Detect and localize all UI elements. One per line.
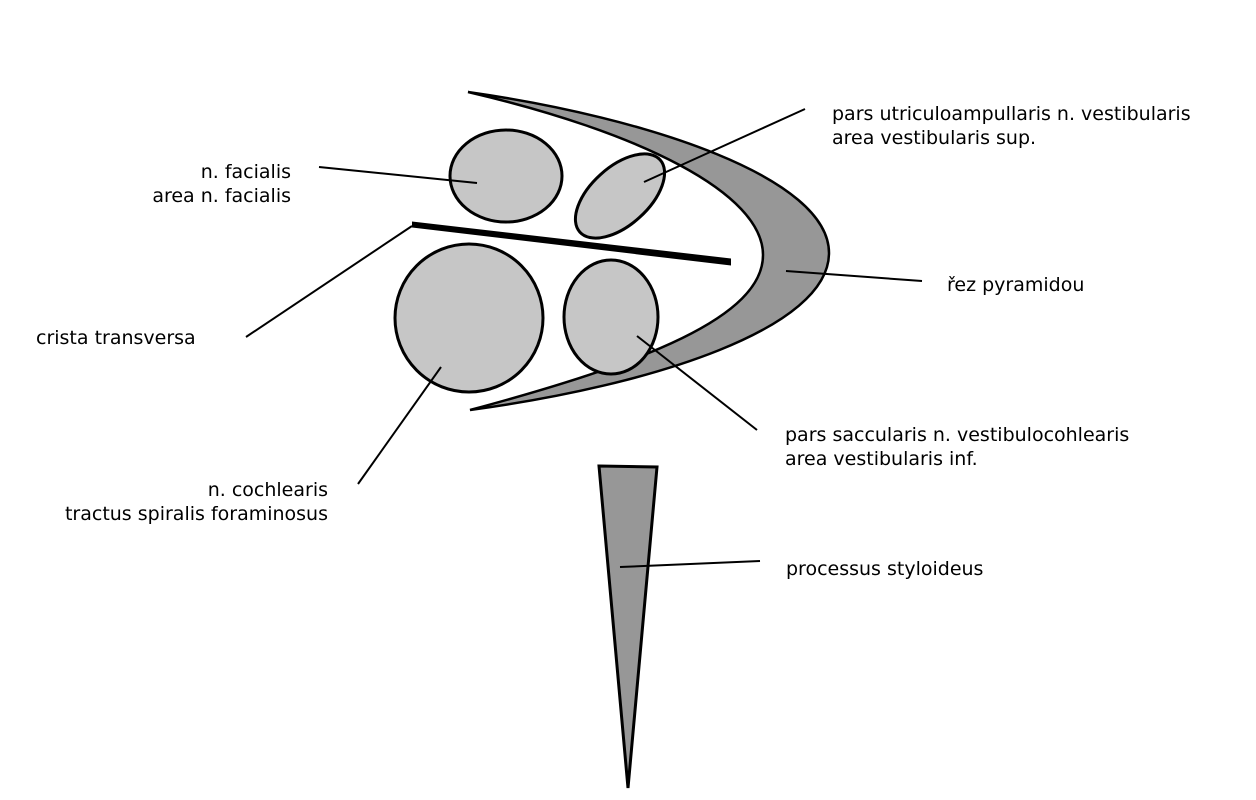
label-line: processus styloideus	[786, 558, 984, 580]
leader-line-rez-pyramidou	[785, 270, 923, 282]
label-line: tractus spiralis foraminosus	[64, 503, 328, 525]
label-line: area vestibularis inf.	[785, 448, 978, 470]
leader-line-crista-transversa	[245, 225, 413, 338]
label-pars-utriculoampullaris: pars utriculoampullaris n. vestibularis …	[832, 102, 1191, 150]
leader-line-n-facialis	[318, 166, 478, 184]
cochlear-nerve-circle-shape	[393, 242, 545, 394]
label-line: area vestibularis sup.	[832, 127, 1037, 149]
inferior-vestibular-ellipse-shape	[562, 258, 660, 376]
label-line: n. facialis	[200, 161, 291, 183]
leader-line-pars-utriculoampullaris	[643, 108, 806, 183]
leader-line-processus-styloideus	[619, 560, 761, 568]
label-line: crista transversa	[36, 327, 196, 349]
label-line: n. cochlearis	[207, 479, 328, 501]
label-n-cochlearis: n. cochlearis tractus spiralis foraminos…	[40, 478, 328, 526]
leader-line-pars-saccularis	[636, 335, 758, 431]
label-line: pars utriculoampullaris n. vestibularis	[832, 103, 1191, 125]
pyramid-section-crescent-shape	[467, 90, 831, 412]
crista-transversa-bar-shape	[412, 221, 731, 266]
label-n-facialis: n. facialis area n. facialis	[91, 160, 291, 208]
label-rez-pyramidou: řez pyramidou	[947, 273, 1084, 297]
label-line: řez pyramidou	[947, 274, 1085, 296]
superior-vestibular-ellipse-shape	[573, 152, 667, 240]
label-line: area n. facialis	[152, 185, 291, 207]
label-pars-saccularis: pars saccularis n. vestibulocohlearis ar…	[785, 423, 1129, 471]
styloid-process-triangle-shape	[597, 464, 659, 789]
label-crista-transversa: crista transversa	[36, 326, 196, 350]
facial-nerve-circle-shape	[448, 128, 564, 224]
label-processus-styloideus: processus styloideus	[786, 557, 983, 581]
label-line: pars saccularis n. vestibulocohlearis	[785, 424, 1130, 446]
leader-line-n-cochlearis	[357, 366, 442, 485]
